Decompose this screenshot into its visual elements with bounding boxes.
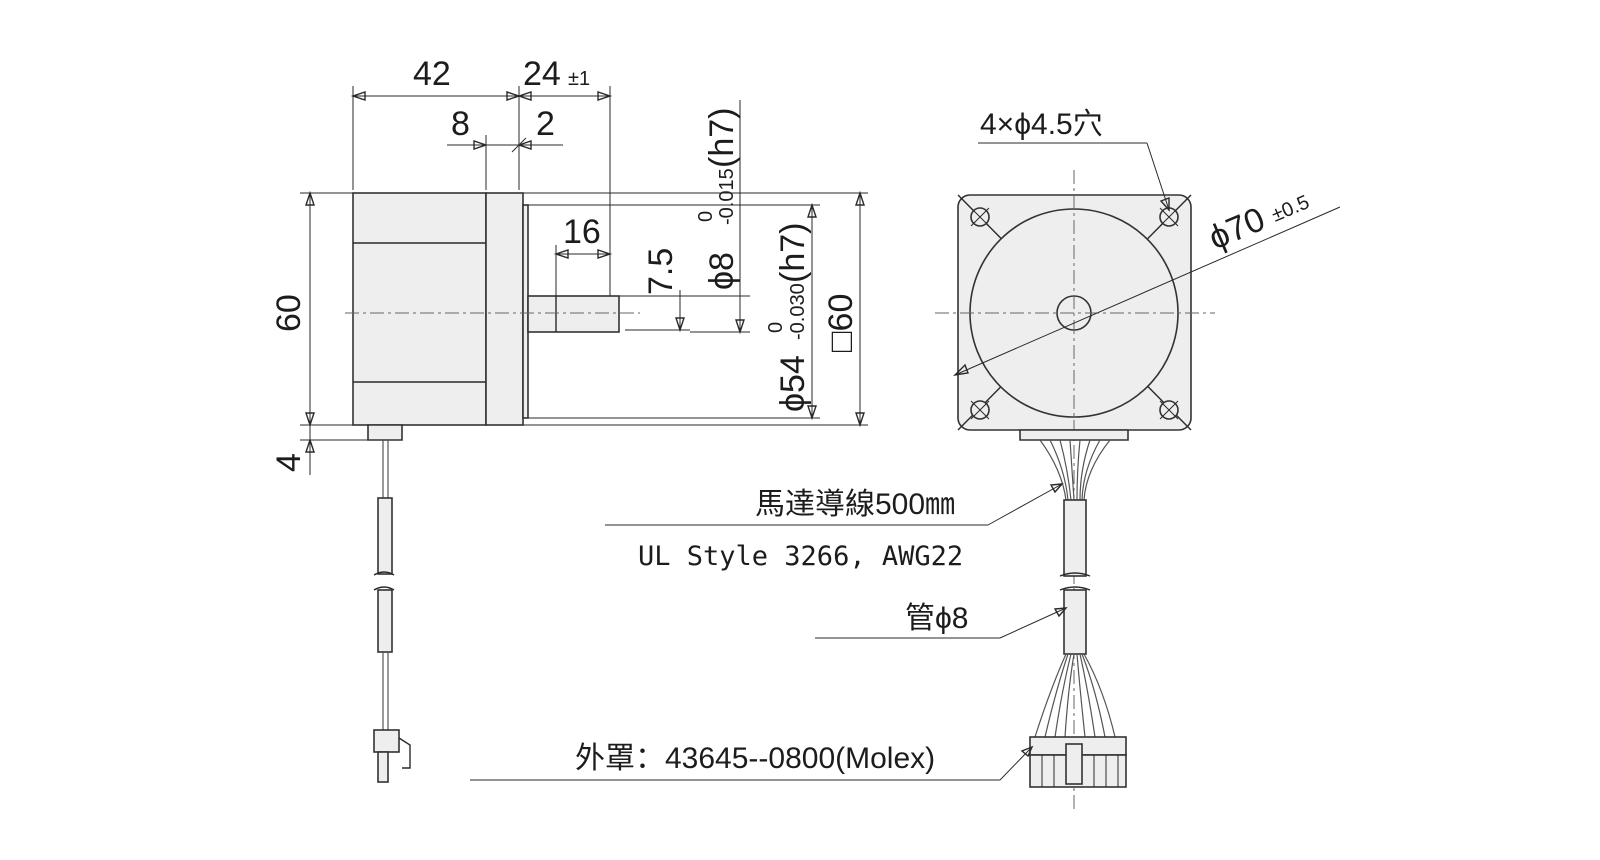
dim-shaft-offset: 2: [536, 105, 555, 143]
label-lead-spec: UL Style 3266, AWG22: [638, 541, 963, 572]
bolt-circle-line: [954, 206, 1341, 376]
dim-shaft-length: 24: [523, 55, 561, 93]
dim-shaft-dia: ϕ8: [703, 252, 741, 290]
front-wires-bottom: [1034, 653, 1116, 738]
front-annotations: 4×ϕ4.5穴 ϕ70 ±0.5 馬達導線500㎜ UL Style 3266,…: [470, 108, 1341, 781]
dim-shaft-dia-fit: (h7): [703, 108, 741, 168]
lead-exit-boss: [367, 424, 403, 441]
dim-flat-length: 16: [563, 213, 601, 251]
lead-tube-upper: [377, 497, 393, 575]
side-view: [345, 192, 640, 783]
front-connector-latch: [1065, 743, 1083, 785]
dim-body-length: 42: [413, 55, 451, 93]
label-connector: 外罩：43645--0800(Molex): [575, 742, 935, 775]
front-view: [935, 170, 1215, 810]
mount-holes: [970, 207, 1179, 420]
dim-shaft-length-tol: ±1: [568, 68, 590, 90]
dim-square-size: □60: [822, 294, 860, 352]
side-connector-latch: [398, 737, 411, 769]
shaft: [527, 295, 620, 333]
label-bolt-circle: ϕ70: [1203, 200, 1270, 257]
dim-lead-offset: 4: [270, 453, 308, 472]
motor-body: [352, 192, 487, 426]
dim-pilot-dia-tol-upper: 0: [765, 322, 787, 333]
dim-flat-depth: 7.5: [642, 248, 680, 295]
lead-break-mark: [373, 571, 395, 591]
front-lead-exit: [1019, 429, 1129, 441]
front-tube-upper: [1063, 499, 1087, 577]
dim-height: 60: [270, 294, 308, 332]
label-tube: 管ϕ8: [905, 602, 969, 635]
side-connector-pins: [377, 751, 389, 783]
label-mount-holes: 4×ϕ4.5穴: [980, 108, 1103, 141]
motor-flange: [485, 192, 524, 426]
dim-pilot-dia-fit: (h7): [774, 223, 812, 283]
lead-tube-lower: [377, 589, 393, 653]
label-motor-lead: 馬達導線500㎜: [755, 488, 955, 521]
dim-pilot-dia: ϕ54: [774, 355, 812, 412]
front-wires-top: [1039, 439, 1111, 501]
side-dimensions: 42 24 ±1 8 2 16 60 4: [270, 55, 868, 475]
front-tube-lower: [1063, 589, 1087, 655]
dim-shaft-dia-tol-lower: -0.015: [716, 168, 738, 225]
dim-shaft-dia-tol-upper: 0: [695, 211, 717, 222]
dim-pilot-dia-tol-lower: -0.030: [787, 283, 809, 340]
side-connector: [373, 729, 400, 753]
front-break-mark: [1059, 572, 1091, 591]
dim-flange-thickness: 8: [451, 105, 470, 143]
